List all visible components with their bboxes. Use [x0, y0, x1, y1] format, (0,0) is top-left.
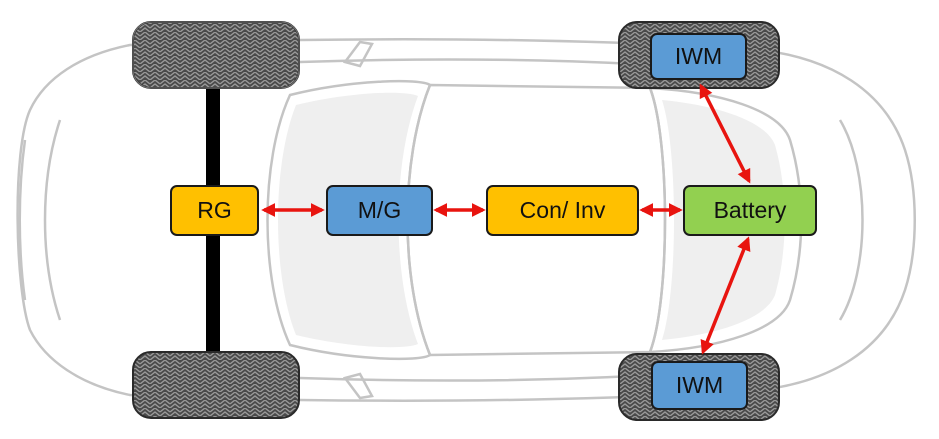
tire-front-bottom [132, 351, 300, 419]
iwm-top-node: IWM [650, 33, 747, 80]
tire-front-top [132, 21, 300, 89]
connection-arrows [261, 83, 751, 355]
con-inv-node: Con/ Inv [486, 185, 639, 236]
arrow-battery-iwm-bottom [700, 236, 751, 355]
mirror-top [342, 40, 374, 68]
rear-window-outline [648, 86, 803, 354]
car-bumper-line [18, 139, 27, 301]
iwm-bottom-node: IWM [651, 361, 748, 410]
car-hood-line [43, 119, 62, 321]
battery-node: Battery [683, 185, 817, 236]
arrow-battery-iwm-top [699, 83, 751, 184]
mg-node: M/G [326, 185, 433, 236]
rg-node: RG [170, 185, 259, 236]
trunk-line [838, 119, 864, 321]
mirror-bottom [342, 372, 374, 400]
